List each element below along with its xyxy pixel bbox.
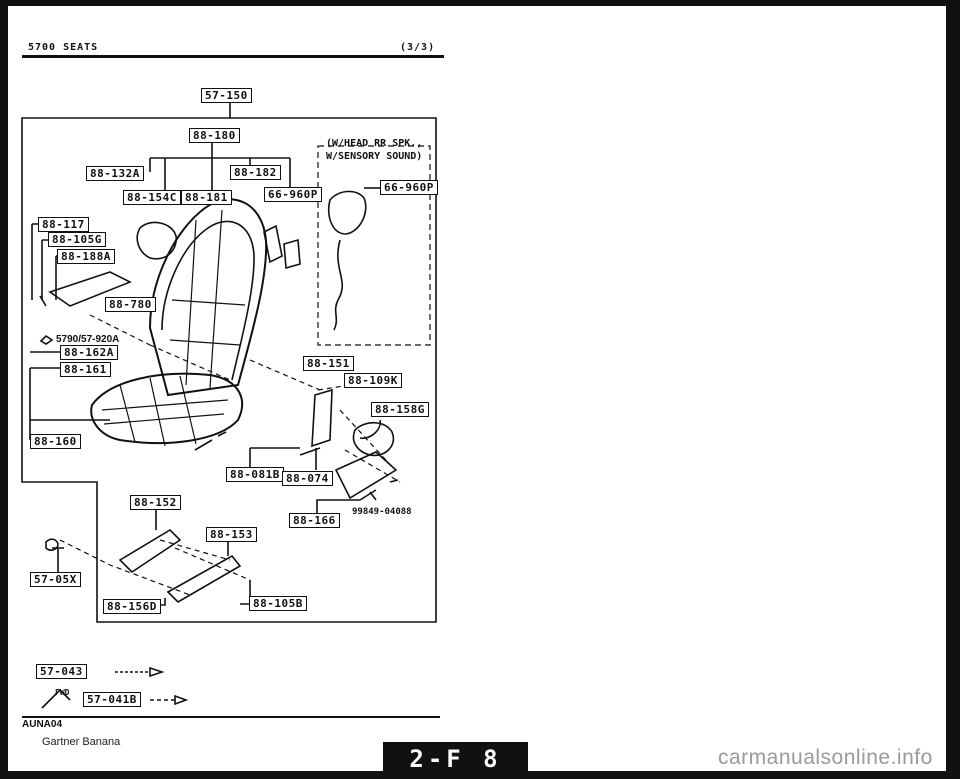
footnote: Gartner Banana — [42, 736, 121, 748]
scan-border-left — [0, 0, 8, 779]
fwd-arrow-label: FWD — [55, 688, 70, 697]
part-88-182: 88-182 — [230, 165, 281, 180]
part-88-151: 88-151 — [303, 356, 354, 371]
part-88-152: 88-152 — [130, 495, 181, 510]
watermark: carmanualsonline.info — [718, 746, 933, 769]
part-88-166: 88-166 — [289, 513, 340, 528]
option-note-line2: W/SENSORY SOUND) — [326, 151, 423, 162]
part-88-154C: 88-154C — [123, 190, 181, 205]
scan-border-top — [0, 0, 960, 6]
part-57-05X: 57-05X — [30, 572, 81, 587]
header-rule — [22, 55, 444, 58]
part-57-150: 57-150 — [201, 88, 252, 103]
bolt-part-number: 99849-04088 — [352, 507, 412, 517]
part-88-156D: 88-156D — [103, 599, 161, 614]
part-88-153: 88-153 — [206, 527, 257, 542]
part-88-160: 88-160 — [30, 434, 81, 449]
part-57-041B: 57-041B — [83, 692, 141, 707]
part-66-960P-main: 66-960P — [264, 187, 322, 202]
part-88-117: 88-117 — [38, 217, 89, 232]
section-title: 5700 SEATS — [28, 42, 99, 53]
option-note-line1: (W/HEAD RR SPK., — [326, 138, 423, 149]
part-88-132A: 88-132A — [86, 166, 144, 181]
figure-code: AUNA04 — [22, 719, 63, 730]
part-88-188A: 88-188A — [57, 249, 115, 264]
part-57-043: 57-043 — [36, 664, 87, 679]
page-of-indicator: (3/3) — [400, 42, 436, 53]
part-88-181: 88-181 — [181, 190, 232, 205]
part-88-074: 88-074 — [282, 471, 333, 486]
part-88-161: 88-161 — [60, 362, 111, 377]
footer-rule — [22, 716, 440, 718]
page-number: 2-F 8 — [383, 742, 528, 776]
part-88-180: 88-180 — [189, 128, 240, 143]
part-66-960P-option: 66-960P — [380, 180, 438, 195]
part-88-105B: 88-105B — [249, 596, 307, 611]
part-88-780: 88-780 — [105, 297, 156, 312]
scan-border-right — [946, 0, 960, 779]
part-88-162A: 88-162A — [60, 345, 118, 360]
part-88-081B: 88-081B — [226, 467, 284, 482]
part-88-105G: 88-105G — [48, 232, 106, 247]
cross-reference: 5790/57-920A — [56, 334, 120, 345]
part-88-109K: 88-109K — [344, 373, 402, 388]
part-88-158G: 88-158G — [371, 402, 429, 417]
